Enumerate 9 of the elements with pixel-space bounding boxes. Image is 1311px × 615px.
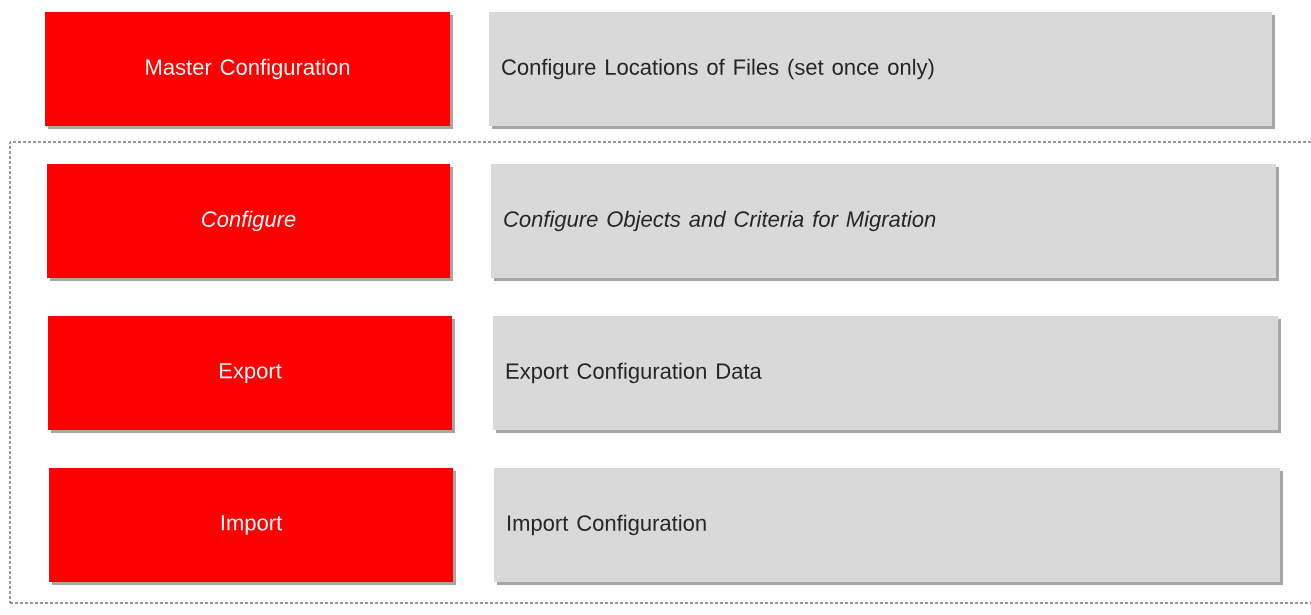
description-box: Import Configuration bbox=[494, 468, 1283, 585]
step-box: Import bbox=[49, 468, 456, 585]
dashed-group-frame bbox=[9, 141, 1311, 604]
description-box: Configure Locations of Files (set once only) bbox=[489, 12, 1275, 129]
description-box: Configure Objects and Criteria for Migration bbox=[491, 164, 1279, 281]
step-box: Configure bbox=[47, 164, 453, 281]
step-box: Export bbox=[48, 316, 455, 433]
description-box: Export Configuration Data bbox=[493, 316, 1281, 433]
step-box: Master Configuration bbox=[45, 12, 453, 129]
